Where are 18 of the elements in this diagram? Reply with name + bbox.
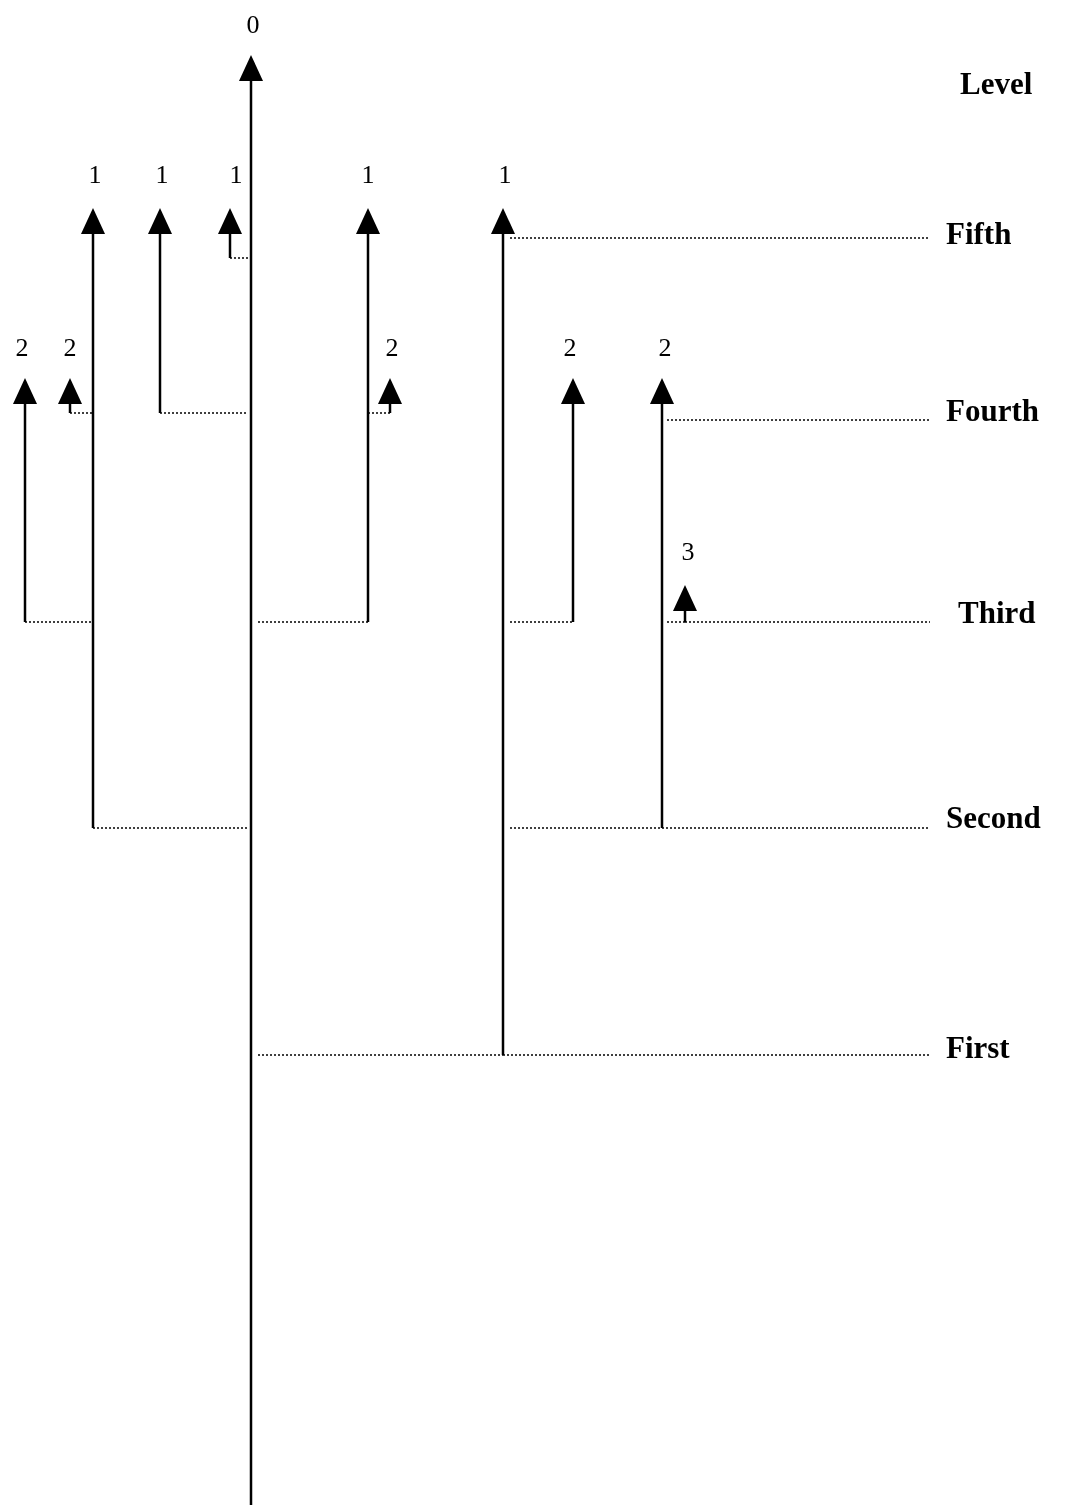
level-label: Fifth	[946, 217, 1012, 249]
order-number: 1	[155, 162, 169, 188]
order-number: 2	[15, 335, 29, 361]
order-number: 1	[498, 162, 512, 188]
level-label: Third	[958, 596, 1036, 628]
level-label: Level	[960, 67, 1033, 99]
order-number: 1	[88, 162, 102, 188]
order-number: 2	[658, 335, 672, 361]
order-number: 1	[361, 162, 375, 188]
order-number: 2	[63, 335, 77, 361]
level-label: First	[946, 1031, 1010, 1063]
level-label: Second	[946, 801, 1041, 833]
order-number: 2	[385, 335, 399, 361]
order-number: 2	[563, 335, 577, 361]
order-number: 3	[681, 539, 695, 565]
order-number: 0	[246, 12, 260, 38]
level-label: Fourth	[946, 394, 1039, 426]
order-number: 1	[229, 162, 243, 188]
